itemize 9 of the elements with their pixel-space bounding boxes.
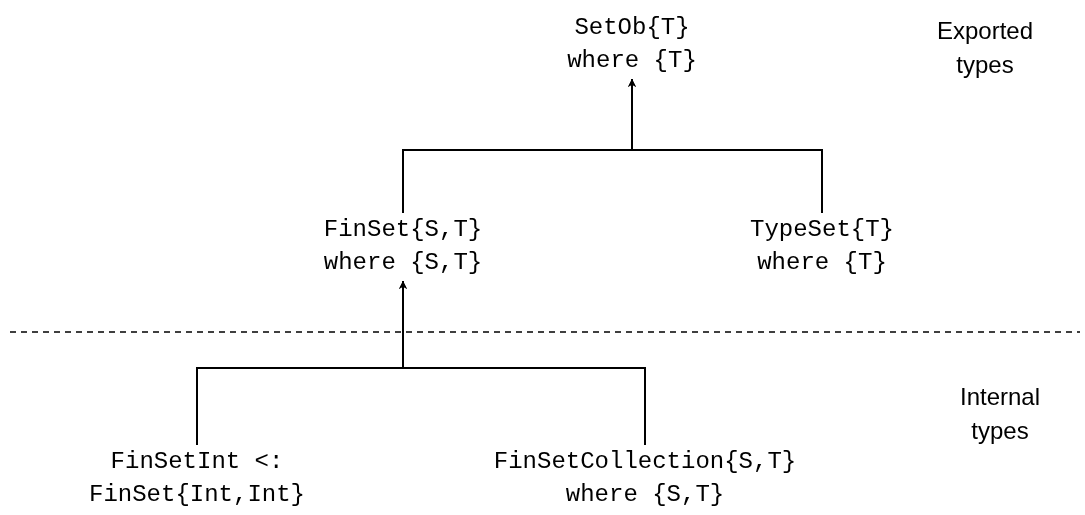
type-label: SetOb{T} where {T}	[567, 11, 697, 77]
type-label: FinSetCollection{S,T} where {S,T}	[493, 445, 797, 511]
section-label: Exported types	[935, 16, 1035, 80]
type-label: TypeSet{T} where {T}	[750, 213, 894, 279]
type-label: FinSet{S,T} where {S,T}	[323, 213, 483, 279]
arrow	[628, 78, 823, 214]
arrow	[399, 280, 646, 446]
section-label: Internal types	[958, 382, 1042, 446]
type-label: FinSetInt <: FinSet{Int,Int}	[89, 445, 305, 511]
